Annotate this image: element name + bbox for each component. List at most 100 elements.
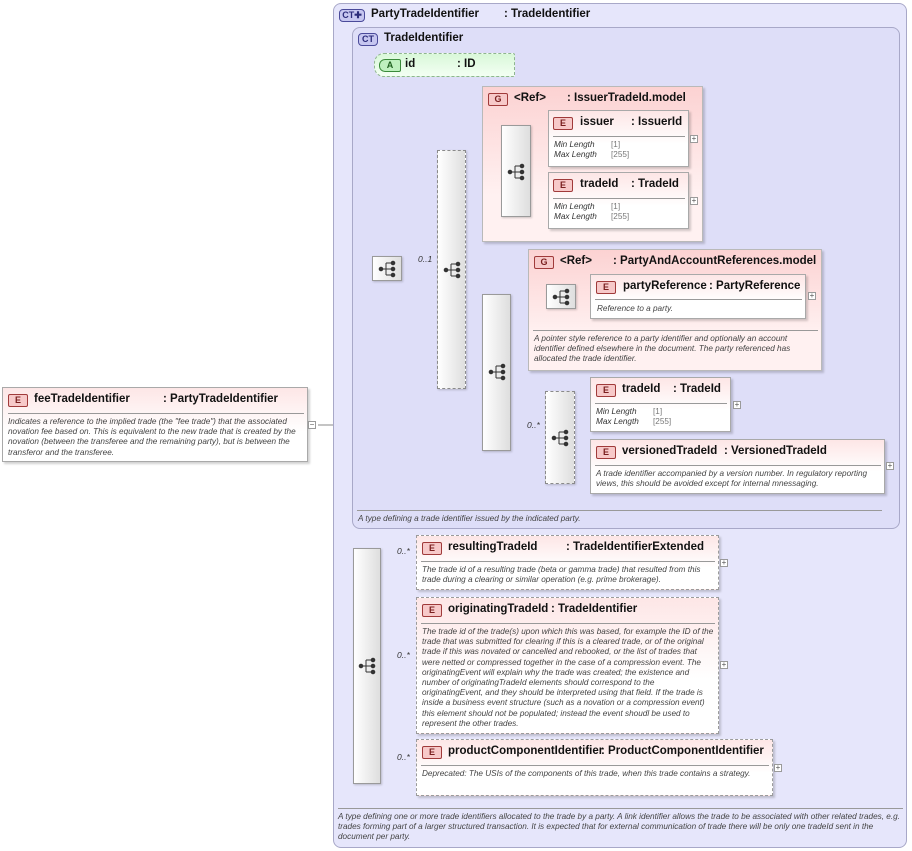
element-type: : TradeIdentifierExtended <box>566 541 705 553</box>
sequence-icon <box>443 261 461 279</box>
facet-value: [1] <box>653 407 663 416</box>
element-name: originatingTradeId <box>448 603 549 615</box>
element-type: : VersionedTradeId <box>724 445 827 457</box>
sequence-multiplicity: 0..* <box>527 420 540 430</box>
facet-label: Min Length <box>596 407 637 416</box>
sequence-compositor[interactable] <box>353 548 381 784</box>
expand-toggle[interactable]: + <box>733 400 741 409</box>
root-element-fee-trade-identifier[interactable]: E feeTradeIdentifier : PartyTradeIdentif… <box>2 387 308 462</box>
complex-type-documentation: A type defining one or more trade identi… <box>338 812 900 842</box>
group-documentation: A pointer style reference to a party ide… <box>534 334 791 364</box>
optional-sequence[interactable] <box>437 150 466 389</box>
element-name: partyReference <box>623 280 707 292</box>
complex-type-name: TradeIdentifier <box>384 32 464 44</box>
group-badge: G <box>488 93 508 106</box>
element-badge: E <box>596 384 616 397</box>
element-badge: E <box>553 117 573 130</box>
element-type: : PartyReference <box>709 280 801 292</box>
complex-type-badge: CT <box>358 33 378 46</box>
element-badge: E <box>422 746 442 759</box>
facet-value: [1] <box>611 140 621 149</box>
expand-toggle[interactable]: + <box>808 291 816 300</box>
element-name: issuer <box>580 116 614 128</box>
element-trade-id-alt[interactable]: E tradeId : TradeId Min Length [1] Max L… <box>590 377 731 432</box>
expand-toggle[interactable]: + <box>720 558 728 567</box>
element-documentation: The trade id of a resulting trade (beta … <box>422 565 701 585</box>
element-versioned-trade-id[interactable]: E versionedTradeId : VersionedTradeId A … <box>590 439 885 494</box>
sequence-icon <box>551 429 569 447</box>
attribute-badge: A <box>379 59 401 72</box>
element-type: : TradeId <box>631 178 679 190</box>
element-type: : TradeIdentifier <box>551 603 638 615</box>
element-name: resultingTradeId <box>448 541 538 553</box>
complex-type-badge: CT✚ <box>339 9 365 22</box>
element-name: productComponentIdentifier <box>448 745 604 757</box>
element-documentation: The trade id of the trade(s) upon which … <box>422 627 714 728</box>
element-type: : PartyTradeIdentifier <box>163 393 279 405</box>
group-badge: G <box>534 256 554 269</box>
element-badge: E <box>596 281 616 294</box>
facet-label: Min Length <box>554 202 595 211</box>
sequence-compositor[interactable] <box>501 125 531 217</box>
element-badge: E <box>596 446 616 459</box>
element-badge: E <box>422 604 442 617</box>
attribute-name: id <box>405 58 416 70</box>
sequence-compositor[interactable] <box>546 284 576 309</box>
element-product-component-identifier[interactable]: E productComponentIdentifier : ProductCo… <box>416 739 773 796</box>
element-name: tradeId <box>580 178 619 190</box>
element-issuer[interactable]: E issuer : IssuerId Min Length [1] Max L… <box>548 110 689 167</box>
facet-value: [255] <box>611 150 630 159</box>
choice-compositor[interactable] <box>372 256 402 281</box>
element-resulting-trade-id[interactable]: E resultingTradeId : TradeIdentifierExte… <box>416 535 719 590</box>
group-ref-label: <Ref> <box>560 255 592 267</box>
element-type: : TradeId <box>673 383 721 395</box>
sequence-icon <box>488 363 506 381</box>
element-documentation: Deprecated: The USIs of the components o… <box>422 769 751 778</box>
facet-label: Max Length <box>554 150 597 159</box>
element-multiplicity: 0..* <box>397 752 410 762</box>
sequence-icon <box>507 163 525 181</box>
attribute-type: : ID <box>457 58 476 70</box>
expand-toggle[interactable]: + <box>690 134 698 143</box>
collapse-toggle[interactable]: − <box>308 420 316 429</box>
sequence-icon <box>378 260 396 278</box>
element-multiplicity: 0..* <box>397 546 410 556</box>
group-name: : IssuerTradeId.model <box>567 92 686 104</box>
element-documentation: A trade identifier accompanied by a vers… <box>596 469 868 489</box>
expand-toggle[interactable]: + <box>720 660 728 669</box>
choice-multiplicity: 0..1 <box>418 254 433 264</box>
complex-type-name: PartyTradeIdentifier <box>371 8 480 20</box>
complex-type-documentation: A type defining a trade identifier issue… <box>358 514 581 523</box>
element-name: versionedTradeId <box>622 445 718 457</box>
facet-label: Min Length <box>554 140 595 149</box>
expand-toggle[interactable]: + <box>886 461 894 470</box>
element-multiplicity: 0..* <box>397 650 410 660</box>
facet-label: Max Length <box>596 417 639 426</box>
attribute-id[interactable]: A id : ID <box>374 53 515 77</box>
expand-toggle[interactable]: + <box>774 763 782 772</box>
complex-type-base: : TradeIdentifier <box>504 8 591 20</box>
sequence-icon <box>552 288 570 306</box>
facet-value: [255] <box>611 212 630 221</box>
element-party-reference[interactable]: E partyReference : PartyReference Refere… <box>590 274 806 319</box>
group-name: : PartyAndAccountReferences.model <box>613 255 817 267</box>
element-trade-id[interactable]: E tradeId : TradeId Min Length [1] Max L… <box>548 172 689 229</box>
element-documentation: Indicates a reference to the implied tra… <box>8 417 296 457</box>
sequence-compositor[interactable] <box>482 294 511 451</box>
element-name: feeTradeIdentifier <box>34 393 130 405</box>
element-badge: E <box>553 179 573 192</box>
element-badge: E <box>8 394 28 407</box>
element-type: : IssuerId <box>631 116 683 128</box>
element-name: tradeId <box>622 383 661 395</box>
facet-value: [255] <box>653 417 672 426</box>
element-badge: E <box>422 542 442 555</box>
element-documentation: Reference to a party. <box>597 304 673 313</box>
element-originating-trade-id[interactable]: E originatingTradeId : TradeIdentifier T… <box>416 597 719 734</box>
repeating-sequence[interactable] <box>545 391 575 484</box>
element-type: : ProductComponentIdentifier <box>601 745 764 757</box>
expand-toggle[interactable]: + <box>690 196 698 205</box>
sequence-icon <box>358 657 376 675</box>
facet-label: Max Length <box>554 212 597 221</box>
group-ref-label: <Ref> <box>514 92 546 104</box>
facet-value: [1] <box>611 202 621 211</box>
